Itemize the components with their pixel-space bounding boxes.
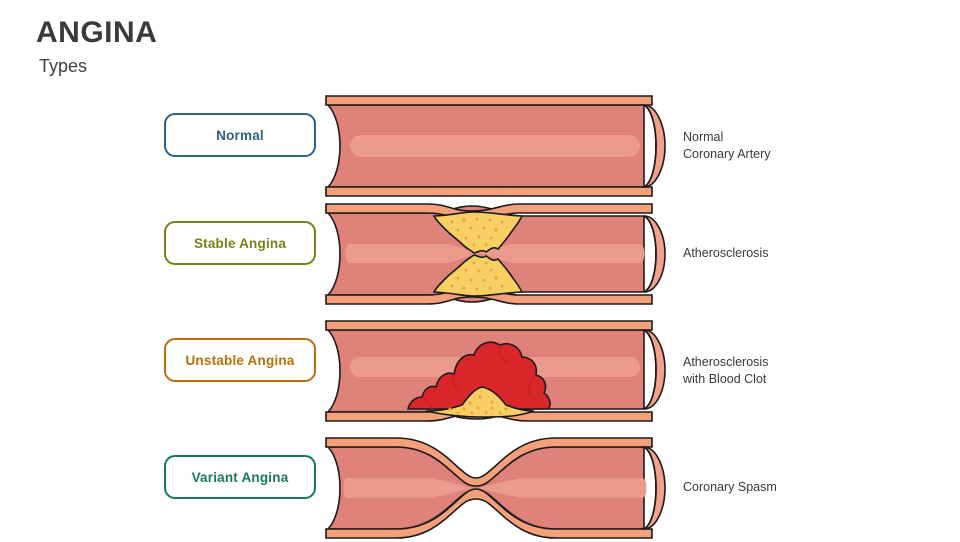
caption-line: Atherosclerosis: [683, 246, 769, 261]
caption-normal: Normal Coronary Artery: [683, 92, 933, 200]
label-text-variant-angina: Variant Angina: [191, 469, 289, 485]
row-normal: Normal Normal Coronary Artery: [0, 92, 960, 200]
caption-line: Coronary Spasm: [683, 480, 777, 495]
label-box-unstable-angina[interactable]: Unstable Angina: [164, 338, 316, 382]
row-unstable-angina: Unstable Angina: [0, 317, 960, 425]
row-stable-angina: Stable Angina: [0, 200, 960, 308]
caption-line: Coronary Artery: [683, 147, 771, 161]
atherosclerosis-artery-illustration: [322, 200, 670, 308]
caption-unstable-angina: Atherosclerosis with Blood Clot: [683, 317, 933, 425]
page-subtitle: Types: [39, 56, 88, 76]
caption-line: Atherosclerosis: [683, 354, 769, 369]
atherosclerosis-with-clot-artery-illustration: [322, 317, 670, 425]
caption-stable-angina: Atherosclerosis: [683, 200, 933, 308]
page-title: ANGINA: [36, 16, 158, 49]
label-text-stable-angina: Stable Angina: [193, 235, 287, 251]
label-box-stable-angina[interactable]: Stable Angina: [164, 221, 316, 265]
caption-line: with Blood Clot: [683, 372, 767, 386]
caption-variant-angina: Coronary Spasm: [683, 434, 933, 542]
label-box-normal[interactable]: Normal: [164, 113, 316, 157]
caption-line: Normal: [683, 129, 724, 144]
header: ANGINA Types: [36, 16, 157, 77]
label-box-variant-angina[interactable]: Variant Angina: [164, 455, 316, 499]
row-variant-angina: Variant Angina Coronary Spasm: [0, 434, 960, 542]
coronary-spasm-artery-illustration: [322, 434, 670, 542]
label-text-unstable-angina: Unstable Angina: [185, 352, 295, 368]
label-text-normal: Normal: [216, 127, 264, 143]
normal-artery-illustration: [322, 92, 670, 200]
